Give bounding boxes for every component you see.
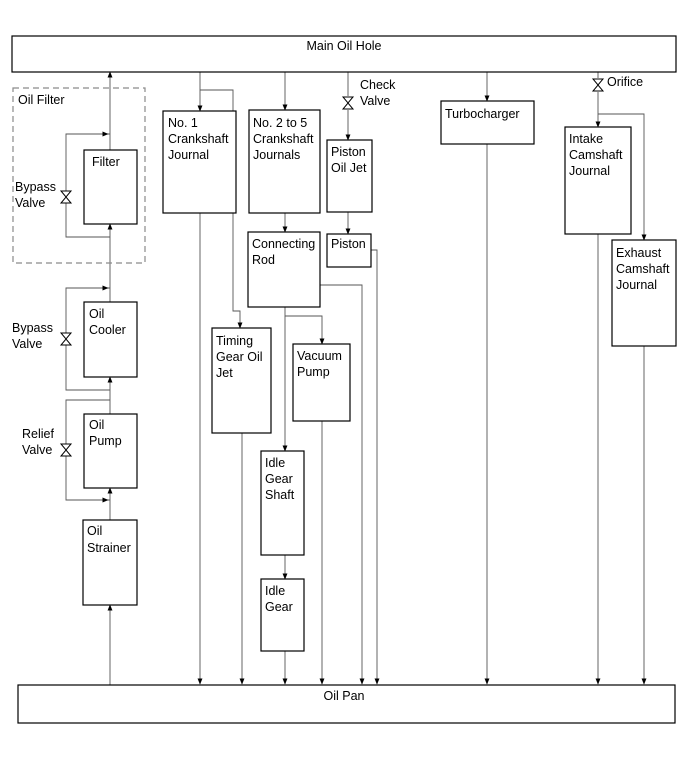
- vacuum-pump-box: [292, 343, 351, 422]
- filter-box: [83, 149, 138, 225]
- vacuum-pump-label-2: Pump: [297, 365, 330, 379]
- oil-pan-box: [17, 684, 676, 724]
- intake-camshaft-journal-box: [564, 126, 632, 235]
- no2to5-label-1: No. 2 to 5: [253, 116, 307, 130]
- filter-label: Filter: [92, 155, 120, 169]
- idle-gear-label-2: Gear: [265, 600, 293, 614]
- intake-label-3: Journal: [569, 164, 610, 178]
- timing-label-1: Timing: [216, 334, 253, 348]
- no2to5-crankshaft-journals-box: [248, 109, 321, 214]
- oil-filter-group-outline: [12, 87, 146, 264]
- main-oil-hole-box: [11, 35, 677, 73]
- check-valve-icon: [341, 96, 355, 110]
- flow-no1-to-timing-jet: [200, 89, 243, 329]
- no2to5-label-2: Crankshaft: [253, 132, 314, 146]
- idle-gear-shaft-label-2: Gear: [265, 472, 293, 486]
- no1-crankshaft-journal-box: [162, 110, 237, 214]
- orifice-label: Orifice: [607, 75, 643, 89]
- exhaust-label-2: Camshaft: [616, 262, 670, 276]
- no1-label-2: Crankshaft: [168, 132, 229, 146]
- flow-orifice-to-exhaust: [598, 113, 647, 241]
- oil-pan-label: Oil Pan: [324, 689, 365, 703]
- flow-piston-to-pan: [371, 249, 380, 685]
- bypass-valve-cooler-label-1: Bypass: [12, 321, 53, 335]
- check-valve-label-2: Valve: [360, 94, 390, 108]
- bypass-valve-filter-label-2: Valve: [15, 196, 45, 210]
- piston-oil-jet-label-1: Piston: [331, 145, 366, 159]
- oil-pump-label-2: Pump: [89, 434, 122, 448]
- relief-valve-icon: [59, 443, 73, 457]
- timing-label-3: Jet: [216, 366, 233, 380]
- oil-cooler-label-2: Cooler: [89, 323, 126, 337]
- intake-label-2: Camshaft: [569, 148, 623, 162]
- turbocharger-label: Turbocharger: [445, 107, 520, 121]
- turbocharger-box: [440, 100, 535, 145]
- flow-rod-to-pan: [320, 284, 365, 685]
- idle-gear-box: [260, 578, 305, 652]
- connecting-rod-box: [247, 231, 321, 308]
- bypass-valve-cooler-icon: [59, 332, 73, 346]
- timing-gear-oil-jet-box: [211, 327, 272, 434]
- no1-label-3: Journal: [168, 148, 209, 162]
- oil-strainer-label-2: Strainer: [87, 541, 131, 555]
- exhaust-label-3: Journal: [616, 278, 657, 292]
- idle-gear-label-1: Idle: [265, 584, 285, 598]
- relief-valve-label-1: Relief: [22, 427, 54, 441]
- oil-strainer-box: [82, 519, 138, 606]
- idle-gear-shaft-box: [260, 450, 305, 556]
- bypass-valve-filter-icon: [59, 190, 73, 204]
- piston-oil-jet-label-2: Oil Jet: [331, 161, 367, 175]
- idle-gear-shaft-label-3: Shaft: [265, 488, 295, 502]
- orifice-icon: [591, 78, 605, 92]
- oil-filter-group-label: Oil Filter: [18, 93, 65, 107]
- oil-pump-label-1: Oil: [89, 418, 104, 432]
- no1-label-1: No. 1: [168, 116, 198, 130]
- bypass-valve-filter-label-1: Bypass: [15, 180, 56, 194]
- piston-label: Piston: [331, 237, 366, 251]
- flow-rod-to-vacuum: [284, 307, 325, 345]
- oil-cooler-label-1: Oil: [89, 307, 104, 321]
- relief-valve-label-2: Valve: [22, 443, 52, 457]
- oil-pump-box: [83, 413, 138, 489]
- flow-lines: [65, 71, 647, 685]
- exhaust-label-1: Exhaust: [616, 246, 662, 260]
- check-valve-label-1: Check: [360, 78, 396, 92]
- idle-gear-shaft-label-1: Idle: [265, 456, 285, 470]
- vacuum-pump-label-1: Vacuum: [297, 349, 342, 363]
- intake-label-1: Intake: [569, 132, 603, 146]
- bypass-valve-cooler-label-2: Valve: [12, 337, 42, 351]
- main-oil-hole-label: Main Oil Hole: [306, 39, 381, 53]
- oil-strainer-label-1: Oil: [87, 524, 102, 538]
- timing-label-2: Gear Oil: [216, 350, 263, 364]
- oil-cooler-box: [83, 301, 138, 378]
- piston-box: [326, 233, 372, 268]
- piston-oil-jet-box: [326, 139, 373, 213]
- no2to5-label-3: Journals: [253, 148, 300, 162]
- exhaust-camshaft-journal-box: [611, 239, 677, 347]
- connecting-rod-label-1: Connecting: [252, 237, 315, 251]
- connecting-rod-label-2: Rod: [252, 253, 275, 267]
